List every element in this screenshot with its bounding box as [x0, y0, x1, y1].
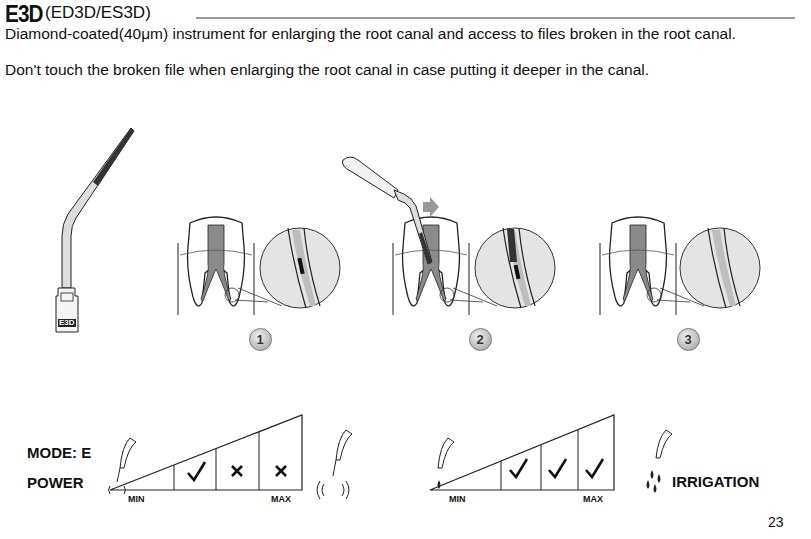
scale-max: MAX [583, 495, 603, 504]
callout-number: 1 [256, 332, 263, 347]
description: Diamond-coated(40μm) instrument for enla… [5, 26, 795, 43]
mode-label: MODE: E [27, 445, 91, 461]
warning-note: Don't touch the broken file when enlargi… [5, 62, 795, 79]
page-number: 23 [768, 515, 784, 530]
step-number: 2 [469, 328, 492, 351]
tip-marking: E3D [58, 319, 76, 327]
callout-number: 3 [684, 332, 691, 347]
power-label: POWER [27, 475, 84, 491]
title: E3D [5, 2, 43, 26]
step-number: 3 [677, 328, 700, 351]
irrigation-label: IRRIGATION [672, 474, 759, 490]
step-number: 1 [249, 328, 272, 351]
callout-number: 2 [476, 332, 483, 347]
scale-min: MIN [128, 495, 145, 504]
scale-max: MAX [271, 495, 291, 504]
model-codes: (ED3D/ES3D) [45, 4, 151, 22]
scale-min: MIN [449, 495, 466, 504]
